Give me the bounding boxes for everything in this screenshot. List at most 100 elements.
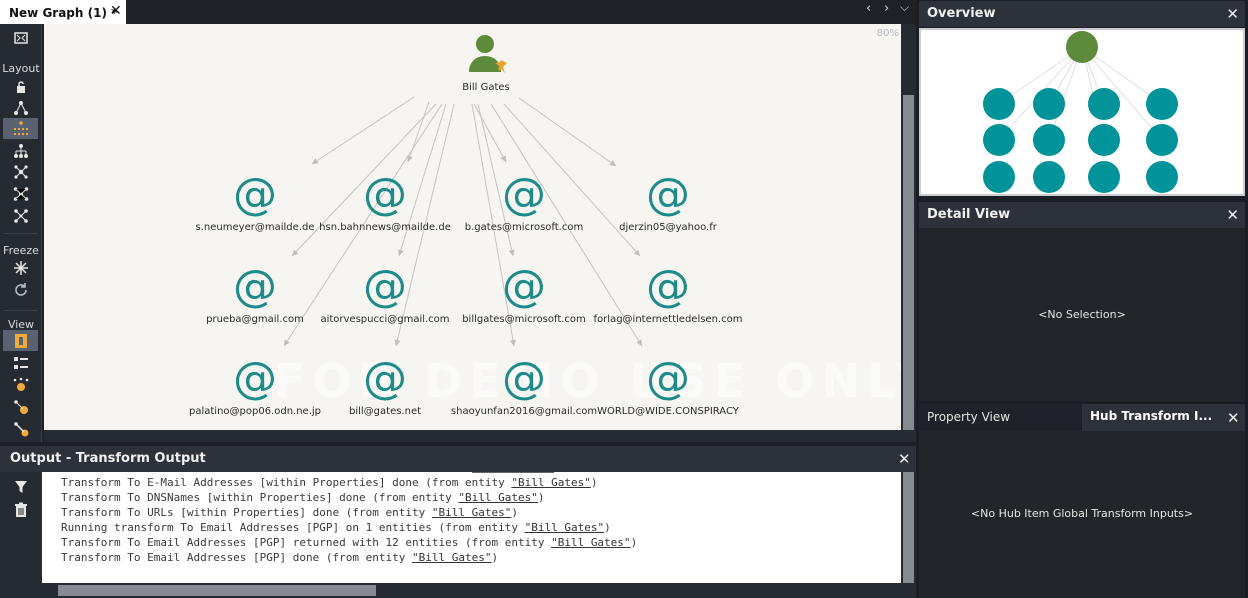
layout-group-label: Layout (2, 62, 40, 75)
fit-to-screen-button[interactable] (3, 27, 38, 48)
view-entity-button[interactable] (3, 396, 38, 417)
entity-label: prueba@gmail.com (206, 314, 304, 325)
log-text: Transform To Email Addresses [PGP] done … (61, 551, 412, 564)
entity-label: djerzin05@yahoo.fr (619, 222, 717, 233)
output-close-icon[interactable]: ✕ (898, 450, 911, 468)
refresh-layout-button[interactable] (3, 279, 38, 300)
view-main-button[interactable] (3, 330, 38, 351)
email-at-icon: @ (502, 261, 546, 312)
freeze-group-label: Freeze (3, 244, 39, 257)
email-at-icon: @ (502, 169, 546, 220)
entity-email[interactable]: @WORLD@WIDE.CONSPIRACY (578, 354, 758, 418)
entity-email[interactable]: @palatino@pop06.odn.ne.jp (165, 354, 345, 418)
entity-email[interactable]: @shaoyunfan2016@gmail.com (434, 354, 614, 418)
graph-edge (407, 101, 430, 163)
entity-label: shaoyunfan2016@gmail.com (450, 406, 598, 417)
overview-node (1088, 88, 1120, 120)
overview-node (1033, 88, 1065, 120)
output-log[interactable]: Transform To E-Mail Addresses [within Pr… (42, 472, 901, 583)
entity-link[interactable]: "Bill Gates" (458, 491, 538, 504)
entity-link[interactable]: "Bill Gates" (511, 476, 591, 489)
email-at-icon: @ (233, 261, 277, 312)
interactive-layout-icon (13, 208, 28, 223)
graph-edge (291, 103, 437, 257)
overview-close-icon[interactable]: ✕ (1226, 5, 1239, 23)
overview-node (1088, 161, 1120, 193)
log-text: ) (630, 536, 638, 549)
entity-link[interactable]: "Bill Gates" (412, 551, 492, 564)
output-scroll-thumb[interactable] (903, 472, 914, 583)
graph-edge (311, 96, 415, 165)
layout-circular-button[interactable] (3, 205, 38, 226)
snowflake-icon (13, 260, 28, 275)
entity-link[interactable]: "Bill Gates" (431, 506, 512, 519)
layout-hierarchical-button[interactable] (3, 118, 38, 139)
toolbar-divider (4, 233, 38, 234)
fit-screen-icon (13, 31, 28, 44)
output-hscroll-thumb[interactable] (58, 585, 376, 596)
entity-email[interactable]: @bill@gates.net (295, 354, 475, 418)
links-view-icon (13, 421, 28, 436)
hub-tab-close-icon[interactable]: ✕ (1227, 409, 1240, 427)
log-text: Running transform To Email Addresses [PG… (61, 521, 525, 534)
log-text: Transform To E-Mail Addresses [within Pr… (61, 476, 512, 489)
layout-lock-button[interactable] (3, 76, 38, 97)
view-links-button[interactable] (3, 418, 38, 439)
tab-bar: New Graph (1) * ✕ ‹ › ⌵ (0, 0, 916, 24)
email-at-icon: @ (233, 169, 277, 220)
hierarchy-layout-icon (13, 120, 28, 135)
overview-header: Overview ✕ (919, 1, 1245, 27)
graph-edge (518, 97, 617, 167)
tab-property-view[interactable]: Property View (919, 404, 1081, 431)
log-line: Transform To Email Addresses [PGP] retur… (61, 536, 637, 549)
graph-toolbar: Layout Freeze View (0, 24, 42, 442)
entity-email[interactable]: @ prueba@gmail.com (165, 261, 345, 326)
entity-link[interactable]: "Bill Gates" (524, 521, 605, 534)
output-filter-button[interactable] (3, 476, 38, 497)
hub-empty-text: <No Hub Item Global Transform Inputs> (970, 507, 1194, 520)
tab-new-graph[interactable]: New Graph (1) * ✕ (0, 0, 126, 24)
tab-label: New Graph (1) * (9, 6, 118, 20)
view-bubble-button[interactable] (3, 374, 38, 395)
overview-root-node (1066, 31, 1098, 63)
entity-email[interactable]: @hsn.bahnnews@mailde.de (295, 170, 475, 234)
tab-scroll-right-icon[interactable]: › (884, 1, 890, 16)
entity-bill-gates[interactable]: Bill Gates (436, 32, 536, 93)
layout-block-button[interactable] (3, 97, 38, 118)
tab-list-dropdown-icon[interactable]: ⌵ (900, 0, 910, 14)
tab-hub-transform-inputs[interactable]: Hub Transform I... ✕ (1082, 404, 1245, 431)
entity-email[interactable]: @aitorvespucci@gmail.com (295, 262, 475, 326)
graph-canvas[interactable]: 80% FOR DEMO USE ONLY Bill Gates @s.neum… (44, 24, 901, 430)
output-clear-button[interactable] (3, 499, 38, 520)
log-text: ) (604, 521, 611, 534)
log-text: Transform To URLs [within Properties] do… (61, 506, 432, 519)
entity-link[interactable]: "Bill Gates" (551, 536, 631, 549)
entity-label: aitorvespucci@gmail.com (320, 314, 450, 325)
overview-node (1033, 161, 1065, 193)
entity-email[interactable]: @forlag@internettledelsen.com (578, 262, 758, 326)
output-panel-header: Output - Transform Output ✕ (0, 446, 916, 472)
entity-email[interactable]: @djerzin05@yahoo.fr (578, 170, 758, 234)
log-text: ) (537, 491, 545, 504)
entity-label: palatino@pop06.odn.ne.jp (188, 406, 322, 417)
overview-node (983, 124, 1015, 156)
layout-organic-button[interactable] (3, 183, 38, 204)
canvas-scroll-thumb[interactable] (903, 95, 914, 430)
layout-centrality-button[interactable] (3, 161, 38, 182)
tab-close-icon[interactable]: ✕ (110, 3, 122, 19)
graph-edge (394, 103, 455, 347)
detail-view-close-icon[interactable]: ✕ (1226, 206, 1239, 224)
bubble-view-icon (13, 377, 28, 391)
layout-tree-button[interactable] (3, 140, 38, 161)
entity-email[interactable]: @s.neumeyer@mailde.de (165, 169, 345, 234)
overview-minimap[interactable] (919, 28, 1245, 196)
hub-tab-label: Hub Transform I... (1090, 409, 1213, 423)
canvas-horizontal-scrollbar[interactable] (44, 430, 916, 442)
view-list-button[interactable] (3, 352, 38, 373)
entity-email[interactable]: @billgates@microsoft.com (434, 261, 614, 326)
tab-scroll-left-icon[interactable]: ‹ (866, 1, 872, 16)
freeze-button[interactable] (3, 257, 38, 278)
entity-email[interactable]: @b.gates@microsoft.com (434, 169, 614, 234)
graph-edge (477, 103, 515, 257)
trash-icon (14, 502, 27, 517)
